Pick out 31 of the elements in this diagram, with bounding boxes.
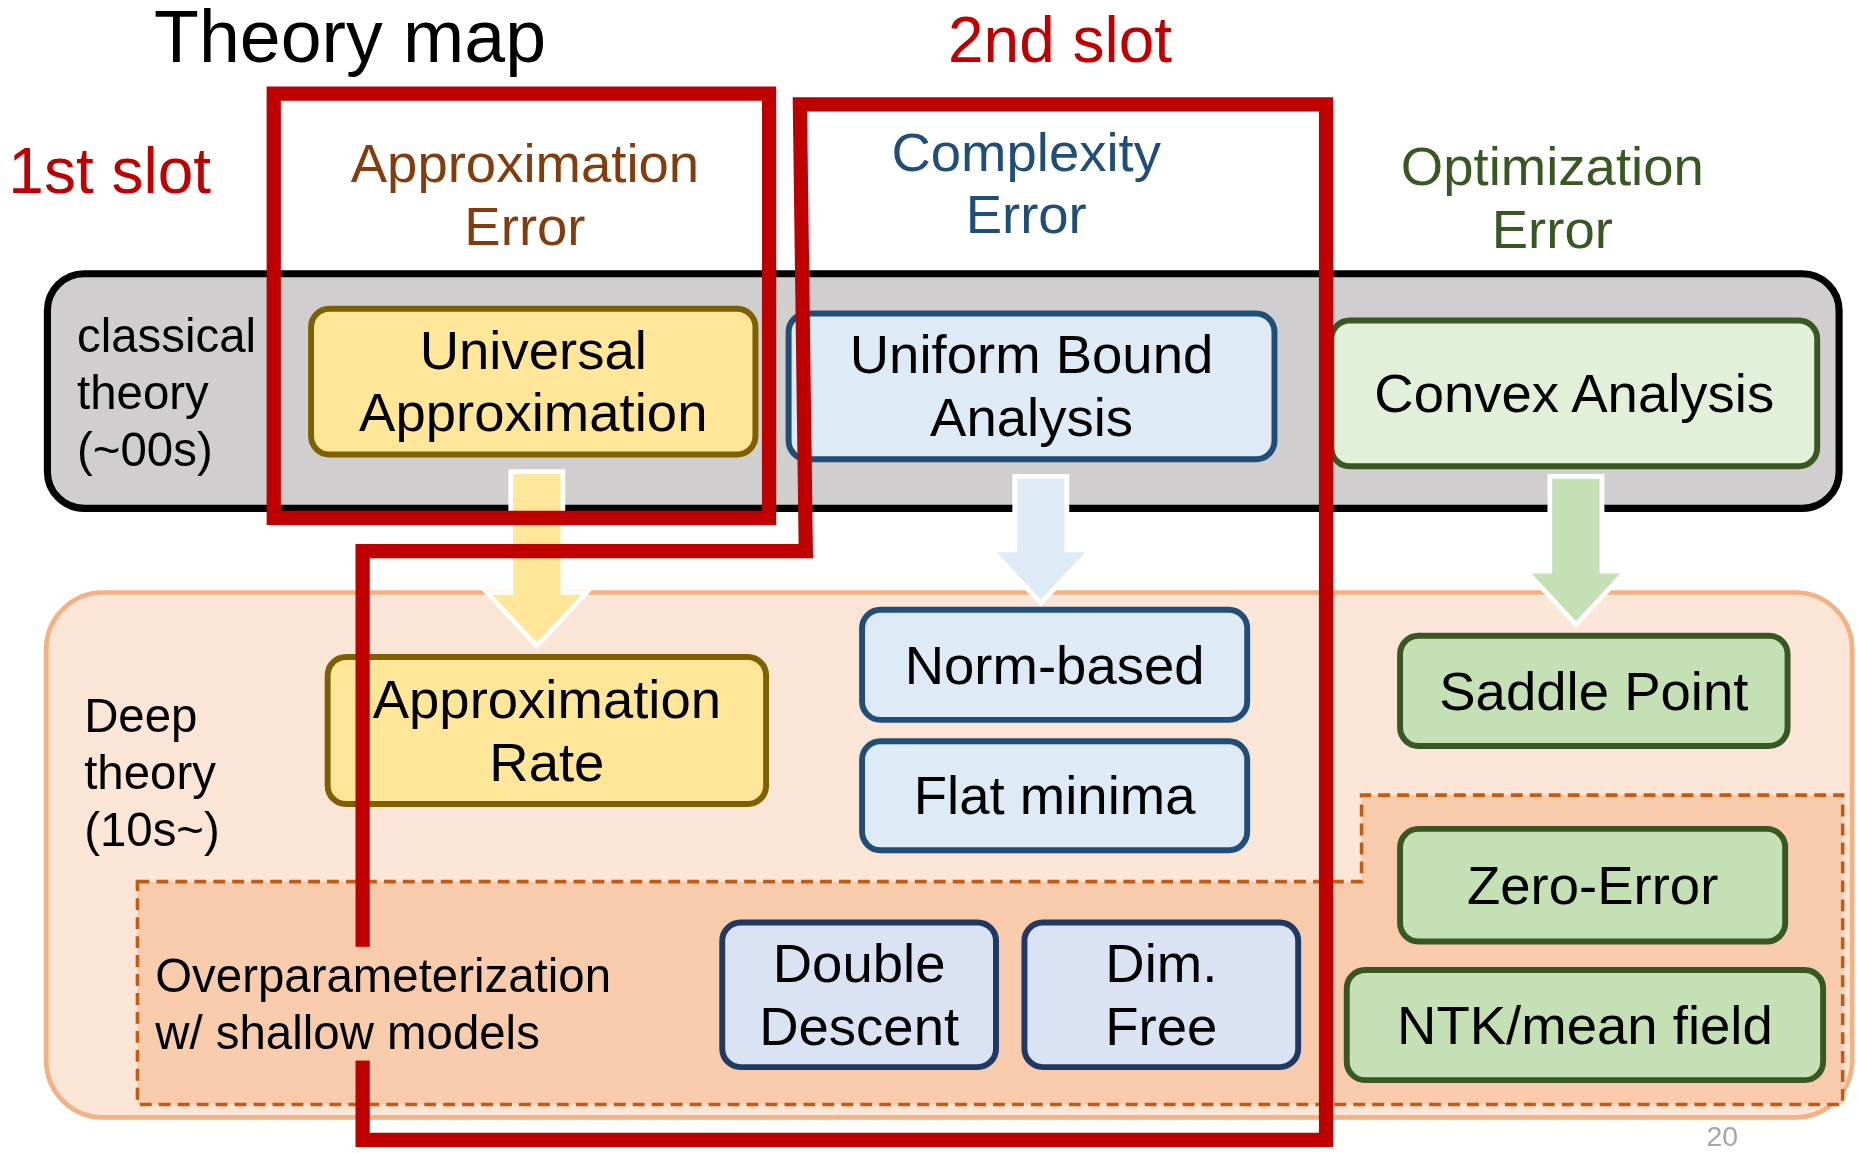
box-label: Approximation Rate	[371, 667, 723, 794]
theory-box	[859, 606, 1251, 723]
theory-box	[785, 310, 1278, 463]
box-label: Norm-based	[904, 633, 1205, 697]
theory-box	[308, 305, 759, 458]
page-number: 20	[1706, 1119, 1739, 1153]
box-label: Saddle Point	[1439, 659, 1749, 723]
theory-box	[1343, 966, 1827, 1084]
column-heading: Approximation Error	[349, 132, 701, 259]
theory-box	[1397, 825, 1789, 945]
column-heading: Complexity Error	[890, 120, 1162, 247]
theory-box	[1021, 919, 1302, 1071]
theory-box	[324, 654, 770, 807]
box-label: NTK/mean field	[1397, 993, 1773, 1057]
column-heading: Optimization Error	[1399, 135, 1705, 261]
theory-box	[859, 738, 1251, 854]
box-label: Dim. Free	[1104, 932, 1219, 1058]
box-label: Uniform Bound Analysis	[848, 323, 1215, 449]
theory-box	[719, 919, 999, 1071]
theory-box	[1397, 632, 1791, 749]
box-label: Universal Approximation	[358, 318, 709, 445]
band-label: classical theory (~00s)	[77, 308, 258, 478]
box-label: Flat minima	[913, 764, 1196, 828]
frame-label: 1st slot	[8, 134, 211, 208]
box-label: Zero-Error	[1466, 853, 1719, 917]
box-label: Double Descent	[758, 932, 961, 1058]
slide-title: Theory map	[154, 0, 547, 79]
band-label: Deep theory (10s~)	[84, 688, 221, 858]
block-arrow	[481, 469, 593, 650]
box-label: Convex Analysis	[1374, 362, 1775, 425]
frame-label: 2nd slot	[948, 2, 1173, 76]
